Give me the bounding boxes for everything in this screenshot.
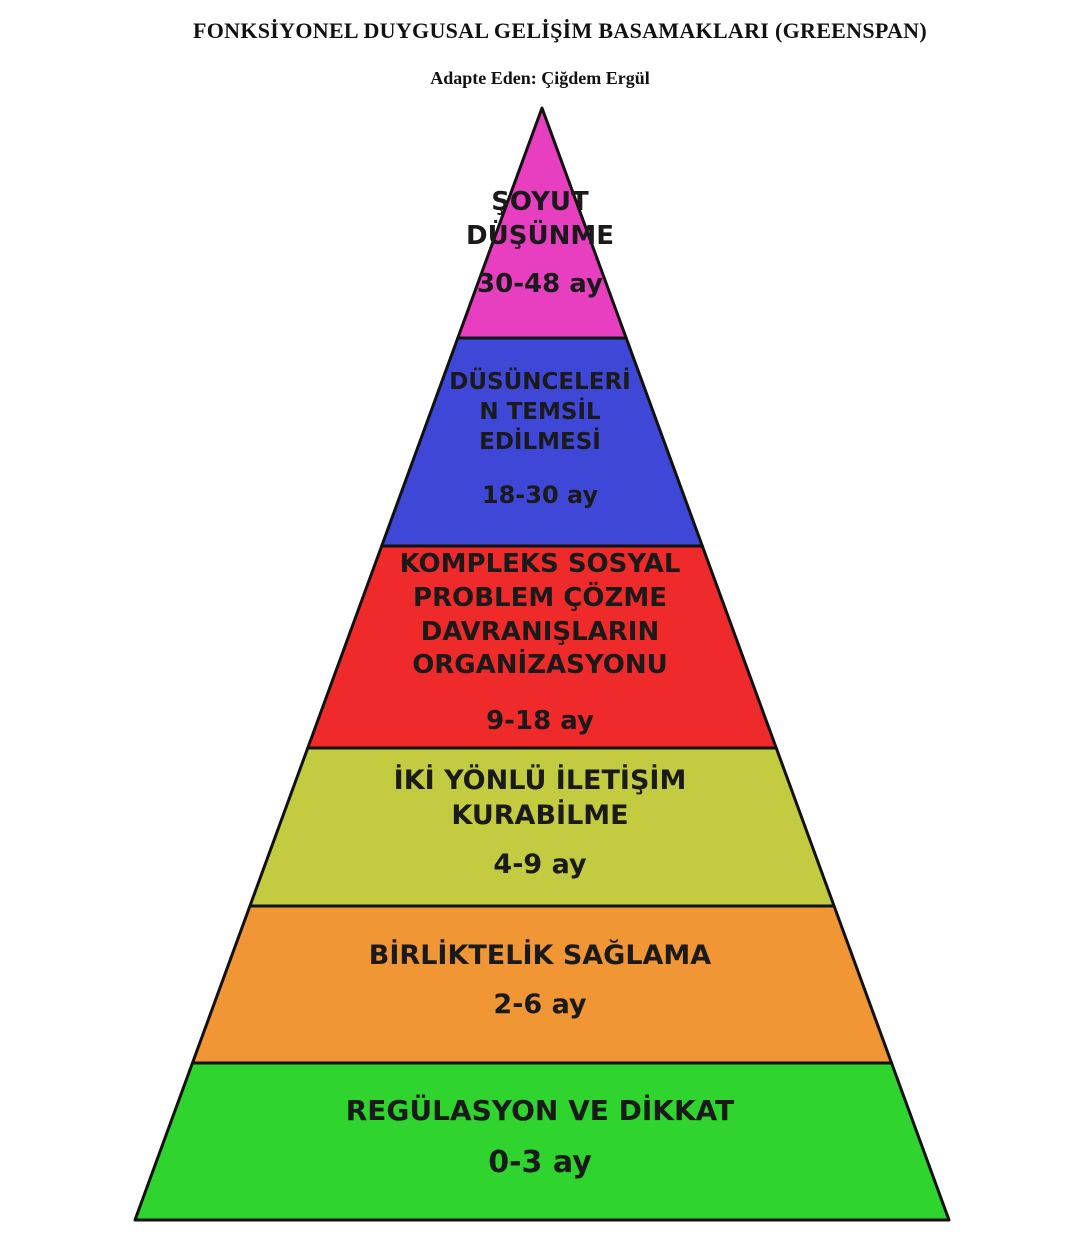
tier-label-6: REGÜLASYON VE DİKKAT 0-3 ay [0, 1093, 1080, 1182]
tier-age-range: 9-18 ay [486, 706, 594, 737]
tier-title-line: N TEMSİL [479, 398, 601, 425]
tier-age-range: 18-30 ay [481, 480, 599, 509]
tier-title-line: ORGANİZASYONU [412, 650, 668, 681]
tier-title-line: DAVRANIŞLARIN [420, 616, 660, 647]
tier-title-line: PROBLEM ÇÖZME [413, 582, 667, 613]
tier-title-line: BİRLİKTELİK SAĞLAMA [368, 940, 712, 971]
pyramid-tier-6 [133, 1061, 951, 1222]
page-subtitle: Adapte Eden: Çiğdem Ergül [430, 68, 650, 88]
page-title: FONKSİYONEL DUYGUSAL GELİŞİM BASAMAKLARI… [193, 18, 927, 43]
tier-age-range: 0-3 ay [488, 1145, 592, 1181]
tier-age-range: 30-48 ay [477, 268, 603, 299]
tier-label-2: DÜSÜNCELERİ N TEMSİL EDİLMESİ 18-30 ay [0, 368, 1080, 511]
tier-title-line: KURABİLME [451, 800, 629, 832]
tier-label-5: BİRLİKTELİK SAĞLAMA 2-6 ay [0, 938, 1080, 1022]
tier-title-line: DÜŞÜNME [466, 220, 614, 251]
tier-label-4: İKİ YÖNLÜ İLETİŞİM KURABİLME 4-9 ay [0, 763, 1080, 882]
tier-title-line: REGÜLASYON VE DİKKAT [345, 1094, 735, 1127]
tier-title-line: EDİLMESİ [479, 428, 601, 455]
tier-age-range: 2-6 ay [493, 989, 587, 1021]
tier-title-line: ŞOYUT [491, 187, 589, 217]
tier-title-line: DÜSÜNCELERİ [449, 369, 631, 395]
tier-title-line: KOMPLEKS SOSYAL [399, 549, 681, 579]
tier-age-range: 4-9 ay [493, 849, 587, 881]
tier-title-line: İKİ YÖNLÜ İLETİŞİM [393, 765, 687, 796]
